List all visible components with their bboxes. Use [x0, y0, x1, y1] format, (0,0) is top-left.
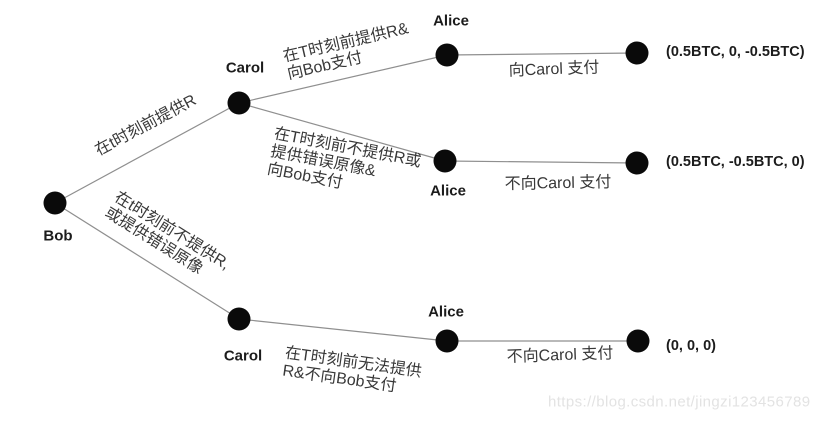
- payoff-outcome-2: (0.5BTC, -0.5BTC, 0): [666, 154, 805, 170]
- node-leaf-3: [626, 329, 650, 353]
- edge-label-alice-not-pay-mid: 不向Carol 支付: [504, 174, 612, 193]
- payoff-outcome-3: (0, 0, 0): [666, 338, 716, 354]
- node-carol-top: [227, 91, 251, 115]
- node-label-alice-bottom: Alice: [428, 303, 464, 321]
- node-label-bob: Bob: [43, 227, 73, 245]
- edge-carol-top-alice-top: [238, 54, 448, 104]
- edge-alice-top-leaf: [446, 52, 638, 56]
- node-carol-bottom: [227, 307, 251, 331]
- edge-bob-carol-bottom: [54, 202, 240, 320]
- node-leaf-2: [625, 151, 649, 175]
- node-label-carol-top: Carol: [225, 59, 265, 77]
- node-label-alice-mid: Alice: [430, 182, 466, 200]
- node-alice-mid: [433, 149, 457, 173]
- edge-carol-top-alice-mid: [238, 102, 446, 162]
- edge-carol-bottom-alice-bottom: [238, 318, 448, 342]
- payoff-outcome-1: (0.5BTC, 0, -0.5BTC): [666, 44, 805, 60]
- edge-label-alice-not-pay-bottom: 不向Carol 支付: [506, 345, 614, 366]
- node-bob: [43, 191, 67, 215]
- watermark-url: https://blog.csdn.net/jingzi123456789: [548, 393, 811, 411]
- node-alice-top: [435, 43, 459, 67]
- edge-label-alice-pay: 向Carol 支付: [508, 59, 600, 80]
- edge-alice-mid-leaf: [444, 160, 638, 164]
- node-leaf-1: [625, 41, 649, 65]
- node-alice-bottom: [435, 329, 459, 353]
- node-label-carol-bottom: Carol: [223, 347, 263, 365]
- node-label-alice-top: Alice: [433, 12, 469, 30]
- edge-bob-carol-top: [54, 102, 240, 204]
